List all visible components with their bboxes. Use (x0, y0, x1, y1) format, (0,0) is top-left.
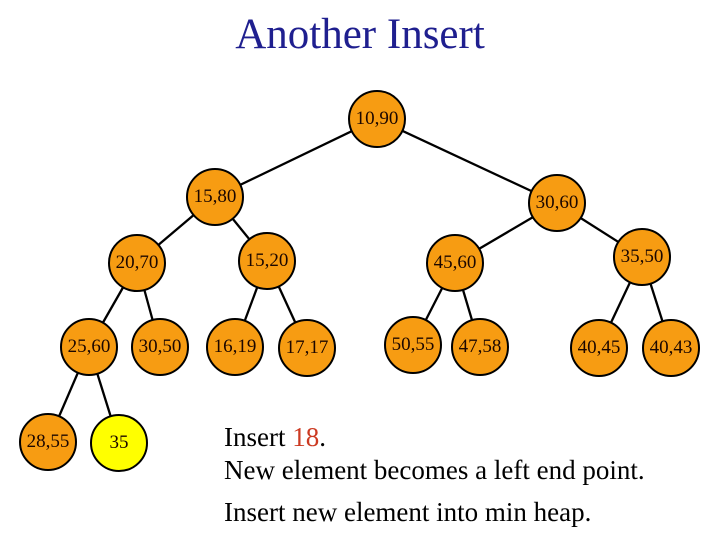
caption-line1-period: . (319, 422, 326, 452)
tree-node-45-60: 45,60 (426, 234, 484, 292)
caption: Insert 18. New element becomes a left en… (224, 421, 645, 529)
tree-node-16-19: 16,19 (206, 318, 264, 376)
tree-node-15-20: 15,20 (238, 232, 296, 290)
tree-node-30-50: 30,50 (131, 318, 189, 376)
tree-node-50-55: 50,55 (384, 316, 442, 374)
tree-node-35: 35 (90, 414, 148, 472)
tree-node-28-55: 28,55 (19, 413, 77, 471)
tree-node-40-43: 40,43 (642, 319, 700, 377)
tree-node-40-45: 40,45 (570, 319, 628, 377)
slide-title: Another Insert (235, 11, 485, 58)
tree-node-17-17: 17,17 (278, 319, 336, 377)
tree-edge (214, 117, 378, 199)
caption-insert-label: Insert (224, 422, 293, 452)
tree-node-10-90: 10,90 (348, 90, 406, 148)
caption-line-3: Insert new element into min heap. (224, 497, 592, 527)
tree-node-47-58: 47,58 (451, 318, 509, 376)
caption-insert-value: 18 (292, 422, 320, 452)
tree-node-35-50: 35,50 (613, 228, 671, 286)
tree-node-30-60: 30,60 (528, 174, 586, 232)
tree-edge (376, 117, 558, 205)
caption-line-1: Insert 18. (224, 421, 645, 454)
tree-node-15-80: 15,80 (186, 168, 244, 226)
tree-node-20-70: 20,70 (108, 234, 166, 292)
caption-line-2: New element becomes a left end point. (224, 455, 645, 485)
tree-node-25-60: 25,60 (60, 318, 118, 376)
